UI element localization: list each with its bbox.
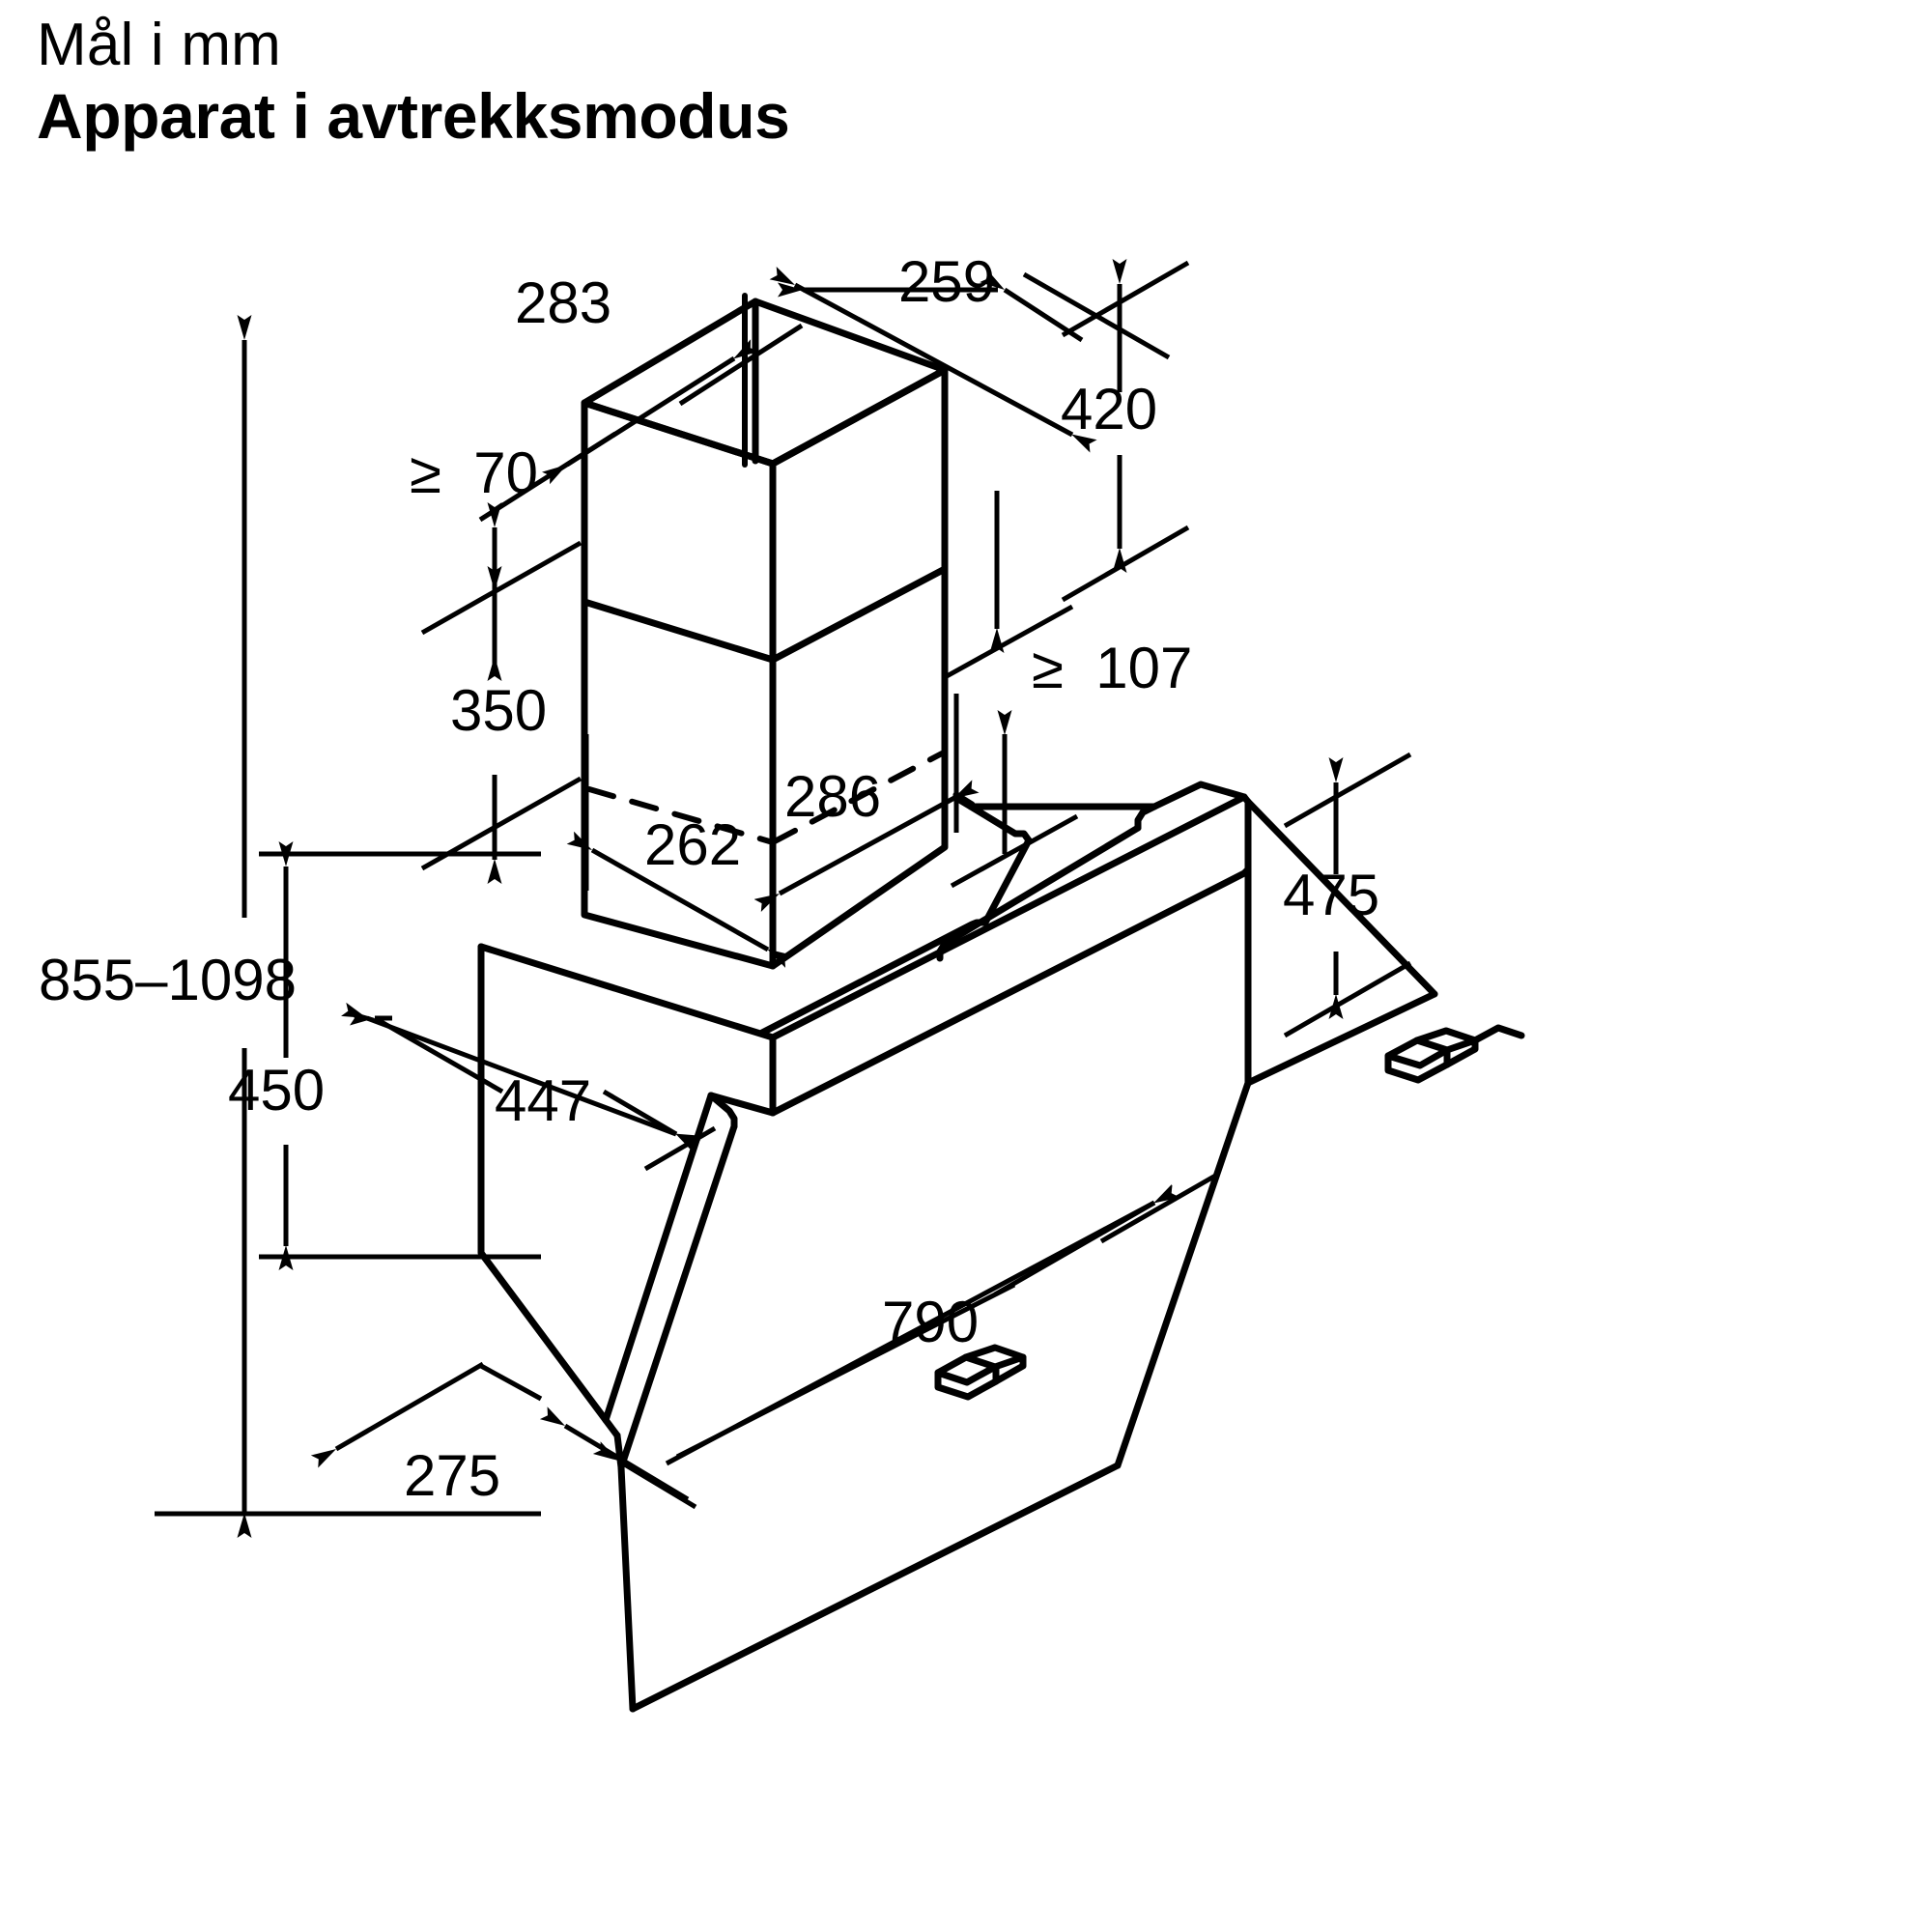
page-title: Apparat i avtrekksmodus: [37, 79, 790, 152]
dimension-labels: 855–1098 283 259 ≥ 70 420 350 ≥ 107 286 …: [39, 249, 1379, 1508]
dimension-label-chimney-height-420: 420: [1061, 377, 1157, 441]
dimension-label-appliance-width-790: 790: [882, 1290, 979, 1354]
dimension-790: [665, 1172, 1219, 1466]
mounting-bracket-lower: [934, 1344, 1027, 1401]
dimension-label-front-depth-447: 447: [495, 1068, 591, 1133]
mounting-bracket-upper: [1384, 1027, 1479, 1084]
hood-geometry: [477, 293, 1525, 1713]
page-subtitle: Mål i mm: [37, 12, 282, 78]
dimension-475: [1283, 752, 1412, 1038]
dimension-label-total-height: 855–1098: [39, 948, 297, 1012]
title-block: Mål i mm Apparat i avtrekksmodus: [37, 12, 1389, 152]
glass-front-panel: [617, 866, 1252, 1713]
dimension-label-min-clearance-70: ≥ 70: [410, 440, 538, 505]
chimney-upper-section: [581, 293, 949, 970]
dimension-855-1098: [155, 315, 541, 1538]
hidden-edge-dashed: [586, 751, 945, 845]
dimension-262: [566, 734, 793, 968]
hood-right-wedge: [1240, 793, 1438, 1087]
dimension-420: [1061, 259, 1190, 603]
dimension-label-bottom-depth-275: 275: [404, 1443, 500, 1508]
dimension-label-lower-height-450: 450: [228, 1058, 325, 1122]
dimension-447: [341, 1002, 717, 1172]
mounting-bracket-upper-right: [1471, 1024, 1525, 1044]
dimension-label-body-width-262: 262: [644, 812, 741, 877]
dimension-label-chimney-height-350: 350: [450, 678, 547, 743]
canopy-aperture-inner: [936, 803, 1158, 962]
dimension-label-min-clearance-107: ≥ 107: [1032, 636, 1192, 700]
dimension-450: [259, 841, 541, 1270]
dimension-min-107: [945, 491, 1079, 889]
dimension-label-chimney-width-top: 259: [898, 249, 995, 314]
dimension-label-body-depth-286: 286: [784, 764, 881, 829]
chimney-section-divider: [581, 565, 949, 664]
dimension-label-chimney-depth-top: 283: [515, 270, 611, 335]
dimension-275: [310, 1361, 697, 1510]
dimension-lines: [155, 259, 1412, 1538]
dimension-label-glass-height-475: 475: [1283, 863, 1379, 927]
